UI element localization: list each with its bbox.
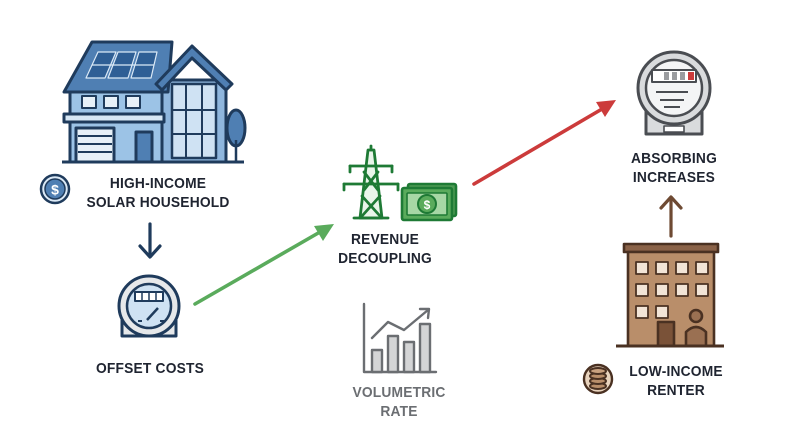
node-absorbing-increases: ABSORBING INCREASES: [615, 149, 733, 187]
cash-icon: $: [400, 182, 458, 222]
bar-chart-trend-icon: [362, 302, 438, 374]
node-offset-costs: OFFSET COSTS: [76, 359, 223, 378]
dollar-coin-icon: $: [39, 173, 71, 205]
house-with-solar-panels-icon: [62, 40, 247, 164]
revenue-decoupling-line2: DECOUPLING: [338, 250, 432, 267]
offset-costs-label: OFFSET COSTS: [95, 360, 205, 377]
arrow-up-to-absorbing: [659, 195, 683, 238]
absorbing-meter-icon: [636, 50, 712, 136]
offset-meter-icon: [117, 274, 181, 338]
arrow-offset-to-decoupling: [193, 224, 334, 306]
coin-stack-icon: [582, 363, 614, 395]
solar-household-line1: HIGH-INCOME: [109, 175, 207, 192]
node-low-income-renter: LOW-INCOME RENTER: [619, 362, 733, 400]
volumetric-rate-line2: RATE: [380, 403, 418, 420]
low-income-renter-line1: LOW-INCOME: [629, 363, 723, 380]
apartment-building-with-person-icon: [616, 242, 724, 348]
transmission-tower-icon: [342, 144, 400, 220]
absorbing-increases-line2: INCREASES: [632, 169, 716, 186]
node-revenue-decoupling: REVENUE DECOUPLING: [325, 230, 445, 268]
volumetric-rate-line1: VOLUMETRIC: [352, 384, 446, 401]
solar-household-line2: SOLAR HOUSEHOLD: [86, 194, 230, 211]
node-volumetric-rate: VOLUMETRIC RATE: [339, 383, 459, 421]
node-solar-household: HIGH-INCOME SOLAR HOUSEHOLD: [73, 174, 242, 212]
low-income-renter-line2: RENTER: [647, 382, 705, 399]
svg-text:$: $: [424, 198, 431, 212]
arrow-down-to-offset: [138, 222, 162, 259]
absorbing-increases-line1: ABSORBING: [630, 150, 717, 167]
arrow-decoupling-to-absorbing: [472, 100, 616, 186]
revenue-decoupling-line1: REVENUE: [350, 231, 419, 248]
svg-text:$: $: [51, 182, 59, 198]
